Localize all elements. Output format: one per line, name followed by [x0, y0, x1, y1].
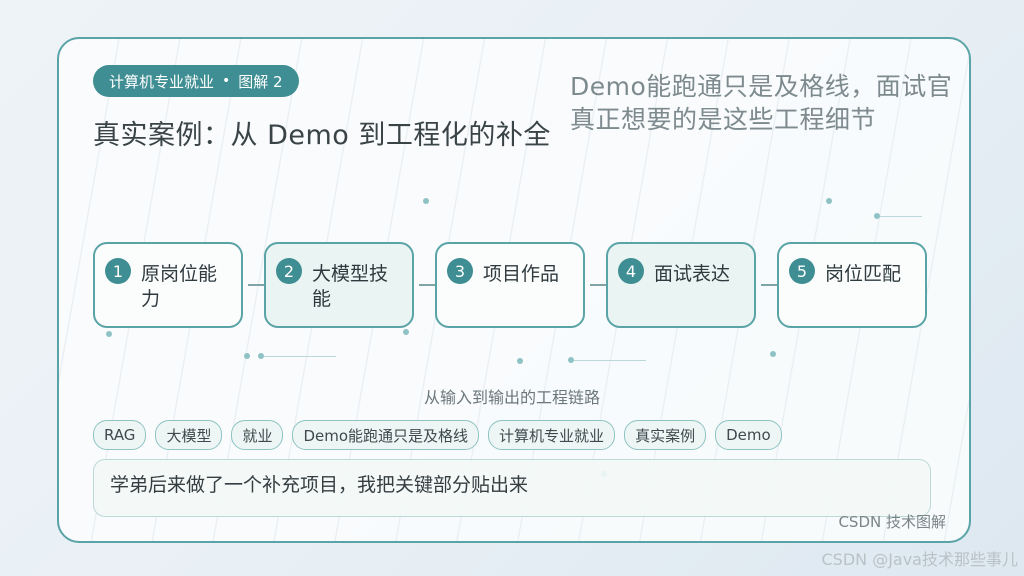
flow-step-4: 4 面试表达 — [606, 242, 756, 328]
decor-dot — [244, 353, 250, 359]
keyword-chip[interactable]: Demo — [715, 420, 782, 450]
keyword-chip[interactable]: Demo能跑通只是及格线 — [292, 420, 480, 450]
source-label: CSDN 技术图解 — [838, 513, 946, 531]
step-number: 5 — [789, 258, 815, 284]
decor-line — [264, 356, 336, 357]
page-title: 真实案例：从 Demo 到工程化的补全 — [93, 120, 551, 151]
decor-dot — [517, 358, 523, 364]
flow-step-3: 3 项目作品 — [435, 242, 585, 328]
step-label: 面试表达 — [654, 263, 731, 285]
keyword-chips: RAG 大模型 就业 Demo能跑通只是及格线 计算机专业就业 真实案例 Dem… — [93, 420, 782, 450]
step-label: 项目作品 — [483, 263, 560, 285]
flow-step-1: 1 原岗位能力 — [93, 242, 243, 328]
decor-line — [574, 360, 646, 361]
flow-caption: 从输入到输出的工程链路 — [423, 388, 600, 407]
quote-text: 学弟后来做了一个补充项目，我把关键部分贴出来 — [110, 474, 529, 496]
quote-box: 学弟后来做了一个补充项目，我把关键部分贴出来 — [93, 459, 931, 517]
tag-sub: 图解 2 — [238, 72, 283, 91]
keyword-chip[interactable]: 真实案例 — [624, 420, 707, 450]
decor-dot — [568, 357, 574, 363]
keyword-chip[interactable]: 大模型 — [155, 420, 223, 450]
step-number: 2 — [276, 258, 302, 284]
step-label: 大模型技能 — [312, 263, 389, 310]
category-tag: 计算机专业就业 • 图解 2 — [93, 65, 299, 97]
decor-line — [880, 216, 922, 217]
side-note: Demo能跑通只是及格线，面试官真正想要的是这些工程细节 — [570, 72, 953, 134]
decor-dot — [403, 329, 409, 335]
decor-dot — [423, 198, 429, 204]
decor-dot — [258, 353, 264, 359]
step-number: 3 — [447, 258, 473, 284]
keyword-chip[interactable]: RAG — [93, 420, 147, 450]
decor-dot — [106, 331, 112, 337]
decor-dot — [874, 213, 880, 219]
tag-separator: • — [222, 73, 231, 89]
keyword-chip[interactable]: 就业 — [231, 420, 284, 450]
tag-main: 计算机专业就业 — [109, 72, 215, 91]
keyword-chip[interactable]: 计算机专业就业 — [488, 420, 616, 450]
step-number: 1 — [105, 258, 131, 284]
step-number: 4 — [618, 258, 644, 284]
decor-dot — [826, 198, 832, 204]
flow-step-5: 5 岗位匹配 — [777, 242, 927, 328]
step-label: 岗位匹配 — [825, 263, 902, 285]
flow-step-2: 2 大模型技能 — [264, 242, 414, 328]
watermark: CSDN @Java技术那些事儿 — [821, 550, 1018, 569]
step-label: 原岗位能力 — [141, 263, 218, 310]
decor-dot — [770, 351, 776, 357]
